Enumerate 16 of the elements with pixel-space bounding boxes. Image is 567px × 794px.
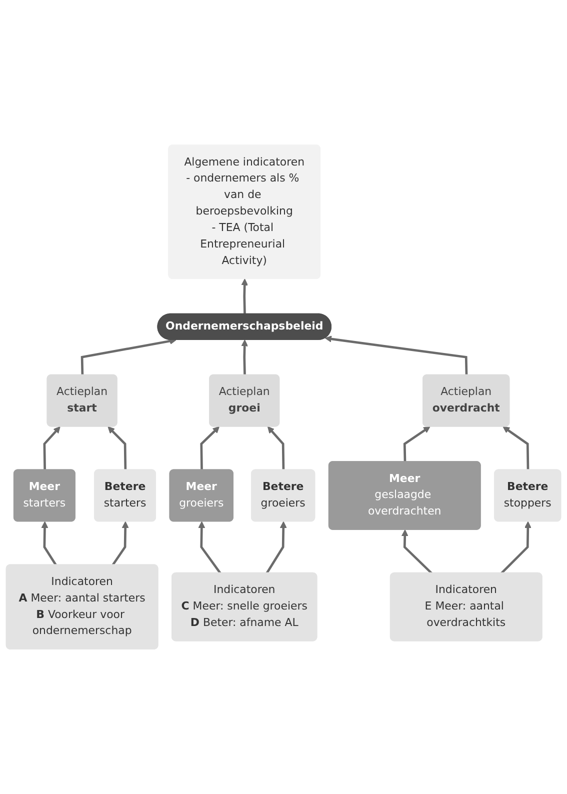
- arrow: [324, 336, 468, 376]
- arrow: [80, 338, 176, 376]
- arrow: [241, 278, 248, 314]
- arrow: [108, 426, 127, 470]
- arrow: [500, 521, 532, 574]
- arrow: [200, 426, 220, 470]
- arrow: [41, 521, 57, 566]
- arrow: [43, 426, 60, 470]
- arrow: [401, 530, 432, 574]
- arrow: [241, 340, 248, 376]
- arrow: [266, 521, 287, 574]
- arrow: [403, 426, 430, 462]
- arrow: [267, 426, 285, 470]
- arrow: [112, 521, 129, 566]
- arrow: [198, 521, 222, 574]
- arrow: [502, 426, 530, 470]
